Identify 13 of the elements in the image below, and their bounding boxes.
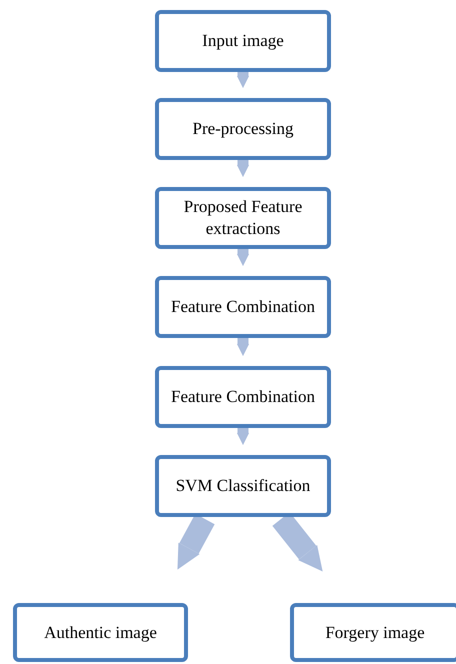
process-box: SVM Classification [155,455,331,517]
block-arrow [236,428,250,446]
process-box: Authentic image [13,603,188,662]
process-box: Feature Combination [155,276,331,338]
block-arrow [236,160,250,178]
process-box: Input image [155,10,331,72]
block-arrow [236,338,250,356]
process-box: Feature Combination [155,366,331,428]
process-box: Pre-processing [155,98,331,160]
block-arrow [236,249,250,266]
block-arrow [236,72,250,88]
process-box: Proposed Feature extractions [155,187,331,249]
process-box: Forgery image [290,603,456,662]
